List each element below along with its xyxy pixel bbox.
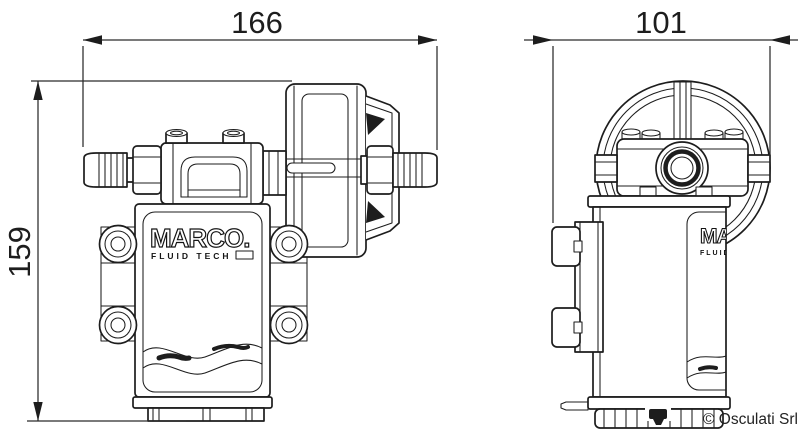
side-port-right: [747, 154, 771, 183]
mounting-ear: [269, 224, 309, 264]
label-script-mark: [698, 365, 718, 371]
wave-decoration: [142, 343, 263, 375]
inlet-fitting: [83, 145, 162, 195]
pump-body-front: MARCO. FLUID TECH: [587, 195, 779, 398]
dimension-value-height: 159: [2, 226, 37, 278]
side-port-left: [594, 154, 618, 183]
brand-tagline: FLUID TECH: [151, 251, 232, 261]
label-script-mark: [156, 353, 192, 361]
arrowhead-left: [83, 35, 102, 45]
dimension-height: 159: [2, 80, 292, 422]
mounting-ear: [98, 305, 138, 345]
side-view: MARCO. FLUID TECH: [83, 83, 438, 422]
dimension-value-width: 101: [635, 5, 687, 40]
drain-plug: [649, 409, 667, 419]
head-bolt: [222, 128, 245, 144]
pump-head-side: [160, 128, 264, 205]
arrowhead-top: [33, 81, 43, 100]
mounting-ear: [98, 224, 138, 264]
arrowhead-right: [418, 35, 437, 45]
pump-base-front: [560, 396, 731, 429]
arrowhead-right: [770, 35, 790, 45]
arrowhead-left: [533, 35, 553, 45]
head-bolt: [724, 128, 744, 142]
dimension-value-length: 166: [231, 5, 283, 40]
dimension-width: 101: [524, 5, 798, 223]
front-view: MARCO. FLUID TECH: [551, 80, 779, 429]
mounting-bracket-front: [551, 221, 604, 353]
shaft-boss: [655, 141, 709, 195]
pump-base-side: [132, 396, 273, 422]
mounting-ears: [98, 224, 309, 345]
arrowhead-bottom: [33, 402, 43, 421]
drain-stub: [560, 401, 589, 411]
brand-tagline-partial: FLUID TECH: [700, 250, 762, 257]
brand-name: MARCO.: [150, 223, 249, 253]
motor-fan-cover-side: [285, 83, 367, 258]
body-label-panel: MARCO. FLUID TECH: [686, 211, 779, 391]
head-bolt: [621, 128, 641, 142]
brand-logo: MARCO. FLUID TECH: [149, 222, 254, 261]
watermark: © Osculati Srl: [703, 411, 798, 428]
top-flange: [587, 195, 731, 208]
dimension-length: 166: [82, 5, 438, 150]
motor-coupling: [262, 150, 287, 196]
mounting-ear: [269, 305, 309, 345]
label-script-mark: [212, 343, 250, 351]
pump-body-side: MARCO. FLUID TECH: [134, 203, 271, 398]
outlet-fitting: [360, 145, 438, 195]
brand-name-partial: MARCO.: [700, 225, 779, 248]
head-bolt: [165, 128, 188, 144]
pump-head-front: [594, 128, 771, 197]
